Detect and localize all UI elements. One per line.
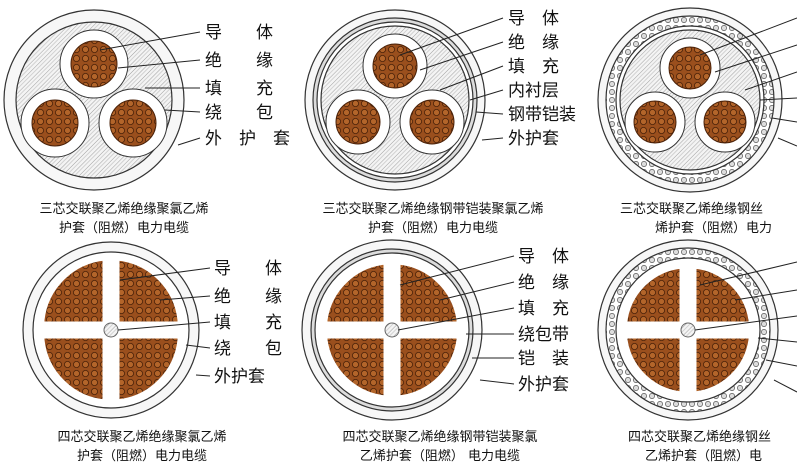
center-filler [680, 322, 696, 338]
caption-line-1: 三芯交联聚乙烯绝缘聚氯乙烯 [39, 201, 208, 217]
panel-four-core-steel-tape: 导 体 绝 缘 填 充 绕包带 铠 装 外护套 四芯交联聚乙烯绝缘钢带铠装聚氯 … [301, 239, 569, 464]
sector-cores [39, 255, 183, 405]
leader-line [439, 65, 504, 91]
label-filler: 填 充 [518, 299, 569, 319]
leader-line [419, 41, 504, 71]
center-filler [103, 322, 119, 338]
label-filler: 填 充 [214, 313, 282, 333]
label-armour: 铠 装 [518, 349, 569, 369]
leader-line [759, 97, 797, 101]
leader-line [99, 31, 201, 51]
caption-line-2: 护套（阻燃）电力电缆 [368, 220, 498, 236]
leader-line [439, 281, 515, 301]
center-filler [384, 322, 400, 338]
panel-four-core-steel-wire: 四芯交联聚乙烯绝缘钢丝 乙烯护套（阻燃）电 [597, 239, 797, 464]
label-wrapping: 绕 包 [214, 339, 282, 359]
leader-line [734, 289, 797, 301]
leader-line [765, 359, 797, 367]
panel-three-core-pvc: 导 体 绝 缘 填 充 绕 包 外 护 套 三芯交联聚乙烯绝缘聚氯乙烯 护套（阻… [3, 9, 290, 236]
leader-line [195, 374, 211, 377]
leader-line [117, 59, 201, 69]
leader-line [159, 295, 211, 301]
leader-line [119, 267, 211, 281]
caption-line-2: 护套（阻燃）电力电缆 [77, 448, 207, 464]
label-outer-sheath: 外护套 [214, 367, 265, 387]
core [694, 91, 756, 153]
label-conductor: 导 体 [214, 259, 282, 279]
panel-three-core-steel-tape: 导 体 绝 缘 填 充 内衬层 钢带铠装 外护套 三芯交联聚乙烯绝缘钢带铠装聚氯… [304, 9, 576, 236]
sector-cores [322, 259, 462, 401]
label-insulation: 绝 缘 [205, 51, 273, 71]
leader-line [177, 137, 201, 146]
core [659, 37, 721, 99]
leader-line [694, 315, 797, 331]
core [624, 91, 686, 153]
leader-line [469, 89, 504, 101]
label-filler: 填 充 [508, 57, 559, 77]
leader-line [757, 337, 797, 343]
label-outer-sheath: 外护套 [518, 375, 569, 395]
label-steel-tape: 钢带铠装 [508, 105, 576, 125]
label-insulation: 绝 缘 [508, 33, 559, 53]
core [98, 88, 168, 158]
leader-line [399, 17, 504, 56]
label-wrapping-tape: 绕包带 [518, 325, 569, 345]
leader-line [475, 111, 504, 115]
core [59, 29, 129, 99]
core [399, 89, 465, 155]
leader-line [771, 117, 797, 123]
sector-cores [622, 263, 754, 397]
caption-line-1: 四芯交联聚乙烯绝缘钢丝 [628, 429, 771, 445]
core [20, 88, 90, 158]
caption-line-1: 三芯交联聚乙烯绝缘钢带铠装聚氯乙烯 [322, 201, 543, 217]
label-conductor: 导 体 [518, 247, 569, 267]
leader-line [744, 71, 797, 91]
label-inner-lining: 内衬层 [508, 81, 559, 101]
caption-line-1: 三芯交联聚乙烯绝缘钢丝 [620, 201, 763, 217]
leader-line [397, 307, 515, 331]
label-conductor: 导 体 [508, 9, 559, 29]
leader-line [777, 137, 797, 147]
leader-line [773, 379, 797, 393]
leader-line [481, 137, 504, 141]
panel-three-core-steel-wire: 三芯交联聚乙烯绝缘钢丝 烯护套（阻燃）电力 [597, 7, 797, 236]
caption-line-1: 四芯交联聚乙烯绝缘聚氯乙烯 [57, 429, 226, 445]
caption-line-2: 护套（阻燃）电力电缆 [59, 220, 189, 236]
label-wrapping: 绕 包 [205, 103, 273, 123]
leader-line [117, 321, 211, 331]
leader-line [479, 379, 515, 385]
leader-line [714, 44, 797, 73]
caption-line-2: 烯护套（阻燃）电力 [655, 220, 772, 236]
panel-four-core-pvc: 导 体 绝 缘 填 充 绕 包 外护套 四芯交联聚乙烯绝缘聚氯乙烯 护套（阻燃）… [22, 241, 282, 464]
caption-line-2: 乙烯护套（阻燃）电 [645, 448, 762, 464]
label-filler: 填 充 [205, 79, 273, 99]
leader-line [164, 109, 201, 113]
core [325, 89, 391, 155]
leader-line [185, 344, 211, 349]
core [362, 33, 428, 99]
caption-line-2: 乙烯护套（阻燃） 电力电缆 [360, 448, 520, 464]
label-conductor: 导 体 [205, 23, 273, 43]
label-outer-sheath: 外 护 套 [205, 129, 290, 149]
label-insulation: 绝 缘 [518, 273, 569, 293]
label-outer-sheath: 外护套 [508, 129, 559, 149]
leader-line [699, 261, 797, 286]
caption-line-1: 四芯交联聚乙烯绝缘钢带铠装聚氯 [342, 429, 537, 445]
leader-line [399, 255, 515, 286]
label-insulation: 绝 缘 [214, 287, 282, 307]
leader-line [699, 17, 797, 56]
